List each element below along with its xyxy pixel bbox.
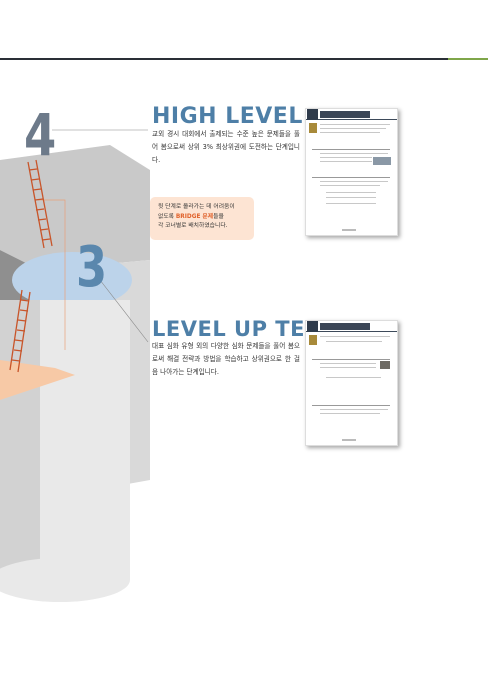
thumbnail-header	[306, 109, 397, 120]
bridge-note-line2-suffix: 들을	[213, 213, 224, 220]
thumbnail-header	[306, 321, 397, 332]
level-up-page-thumbnail	[305, 320, 398, 446]
high-level-title: HIGH LEVEL	[152, 104, 303, 129]
bridge-highlight: BRIDGE 문제	[175, 213, 214, 220]
high-level-page-thumbnail	[305, 108, 398, 236]
level-up-test-description: 대표 심화 유형 외의 다양한 심화 문제들을 풀어 봄으로써 해결 전략과 방…	[152, 342, 300, 376]
step-4-number: 4	[24, 101, 56, 169]
bridge-note-line1: 윗 단계로 올라가는 데 어려움이	[158, 204, 235, 210]
bridge-note-box: 윗 단계로 올라가는 데 어려움이 없도록 BRIDGE 문제들을 각 코너별로…	[150, 197, 254, 240]
top-rule	[0, 58, 488, 60]
step-illustration	[0, 145, 150, 602]
bridge-note-line2-prefix: 없도록	[158, 213, 176, 220]
step-3-number: 3	[76, 235, 108, 300]
bridge-note-line2: 없도록 BRIDGE 문제들을	[158, 213, 246, 223]
bridge-note-line3: 각 코너별로 배치하였습니다.	[158, 223, 228, 229]
high-level-description: 교외 경시 대회에서 출제되는 수준 높은 문제들을 풀어 봄으로써 상위 3%…	[152, 130, 300, 164]
level-up-test-title: LEVEL UP TEST	[152, 317, 336, 341]
